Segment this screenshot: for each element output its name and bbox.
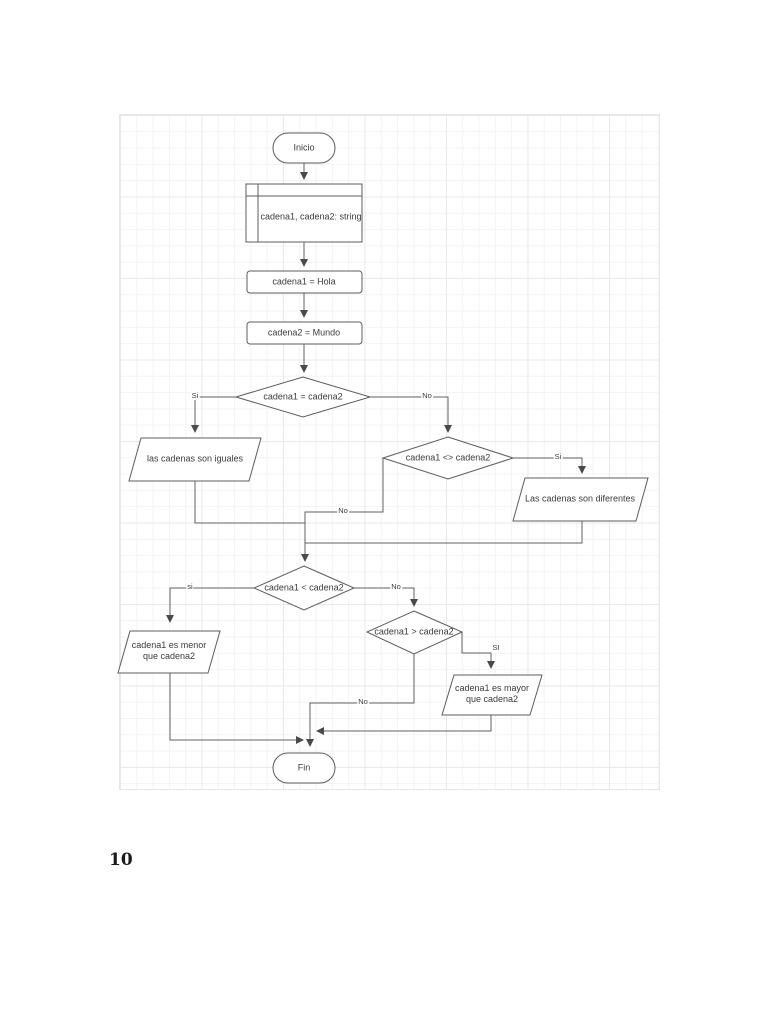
- io-diferentes-label: Las cadenas son diferentes: [524, 493, 636, 504]
- io-menor-line2: que cadena2: [142, 651, 196, 661]
- decision2-label: cadena1 <> cadena2: [405, 452, 491, 463]
- decision3-label: cadena1 < cadena2: [264, 582, 344, 593]
- decision2-no-label: No: [337, 506, 349, 515]
- decision3-no-label: No: [390, 582, 402, 591]
- decision1-label: cadena1 = cadena2: [263, 391, 343, 402]
- decision2-yes-label: Si: [553, 452, 563, 461]
- declaration-label: cadena1, cadena2: string: [260, 211, 362, 222]
- decision4-label: cadena1 > cadena2: [374, 626, 454, 637]
- assign2-label: cadena2 = Mundo: [267, 327, 341, 338]
- diagram-grid-canvas: [119, 114, 660, 790]
- io-iguales-label: las cadenas son iguales: [146, 453, 244, 464]
- io-mayor-line1: cadena1 es mayor: [454, 683, 530, 693]
- io-menor-line1: cadena1 es menor: [131, 640, 207, 650]
- io-mayor-line2: que cadena2: [465, 694, 519, 704]
- decision3-yes-label: si: [186, 582, 194, 591]
- io-menor-label: cadena1 es menor que cadena2: [132, 640, 207, 662]
- io-mayor-label: cadena1 es mayor que cadena2: [455, 683, 529, 705]
- start-label: Inicio: [293, 142, 315, 153]
- end-label: Fin: [297, 762, 311, 773]
- assign1-label: cadena1 = Hola: [272, 276, 336, 287]
- decision4-no-label: No: [357, 697, 369, 706]
- decision1-yes-label: Si: [190, 391, 200, 400]
- page-number: 10: [109, 850, 133, 870]
- decision4-yes-label: SI: [491, 643, 501, 652]
- decision1-no-label: No: [421, 391, 433, 400]
